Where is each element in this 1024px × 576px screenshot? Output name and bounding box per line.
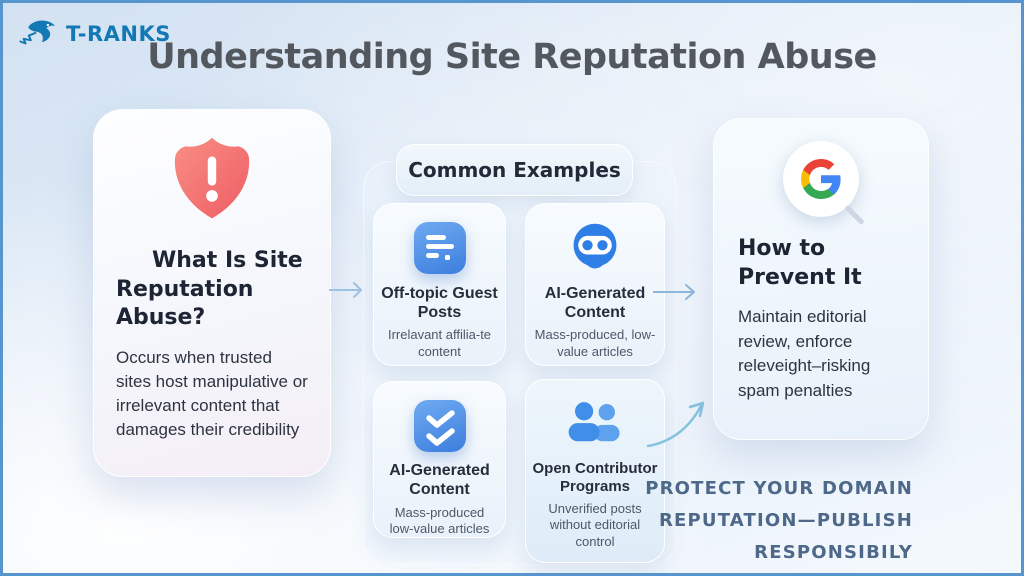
footer-note: PROTECT YOUR DOMAIN REPUTATION—PUBLISH R…: [645, 478, 913, 563]
arrow-right-icon: [327, 279, 369, 306]
brand-name: T-RANKS: [66, 21, 171, 46]
example-title: Off-topic Guest Posts: [381, 285, 498, 322]
example-card-open-contributor: Open Contributor Programs Unverified pos…: [525, 379, 665, 563]
alert-shield-icon: [167, 132, 257, 231]
definition-heading: What Is Site Reputation Abuse?: [116, 248, 303, 331]
example-title: AI-Generated Content: [544, 285, 646, 322]
example-subtitle: Mass-produced low-value articles: [389, 504, 490, 536]
people-group-icon: [565, 396, 625, 452]
example-subtitle: Unverified posts without editorial contr…: [548, 501, 642, 549]
prevention-body: Maintain editorial review, enforce relev…: [738, 307, 871, 401]
brand-logo: T-RANKS: [19, 15, 171, 52]
double-check-icon: [413, 398, 466, 453]
prevention-heading: How to Prevent It: [738, 236, 862, 290]
page-title: Understanding Site Reputation Abuse: [147, 37, 877, 77]
document-lines-icon: [413, 220, 466, 276]
definition-body: Occurs when trusted sites host manipulat…: [116, 347, 308, 440]
example-subtitle: Mass-produced, low-value articles: [534, 327, 656, 359]
example-title: AI-Generated Content: [389, 462, 490, 499]
google-search-icon: [783, 141, 865, 226]
examples-header: Common Examples: [396, 144, 633, 196]
example-title: Open Contributor Programs: [532, 460, 658, 495]
example-card-ai-content: AI-Generated Content Mass-produced, low-…: [525, 203, 665, 366]
magnifier-handle: [844, 204, 865, 226]
prevention-card: How to Prevent It Maintain editorial rev…: [713, 118, 929, 440]
curved-arrow-icon: [643, 395, 713, 458]
example-subtitle: Irrelavant affilia-te content: [387, 327, 492, 359]
example-card-ai-content-2: AI-Generated Content Mass-produced low-v…: [373, 381, 506, 538]
definition-card: What Is Site Reputation Abuse? Occurs wh…: [93, 109, 331, 477]
shark-logo-icon: [19, 15, 61, 52]
robot-face-icon: [567, 220, 623, 276]
example-card-offtopic-guest-posts: Off-topic Guest Posts Irrelavant affilia…: [373, 203, 506, 366]
arrow-right-icon: [651, 280, 703, 309]
